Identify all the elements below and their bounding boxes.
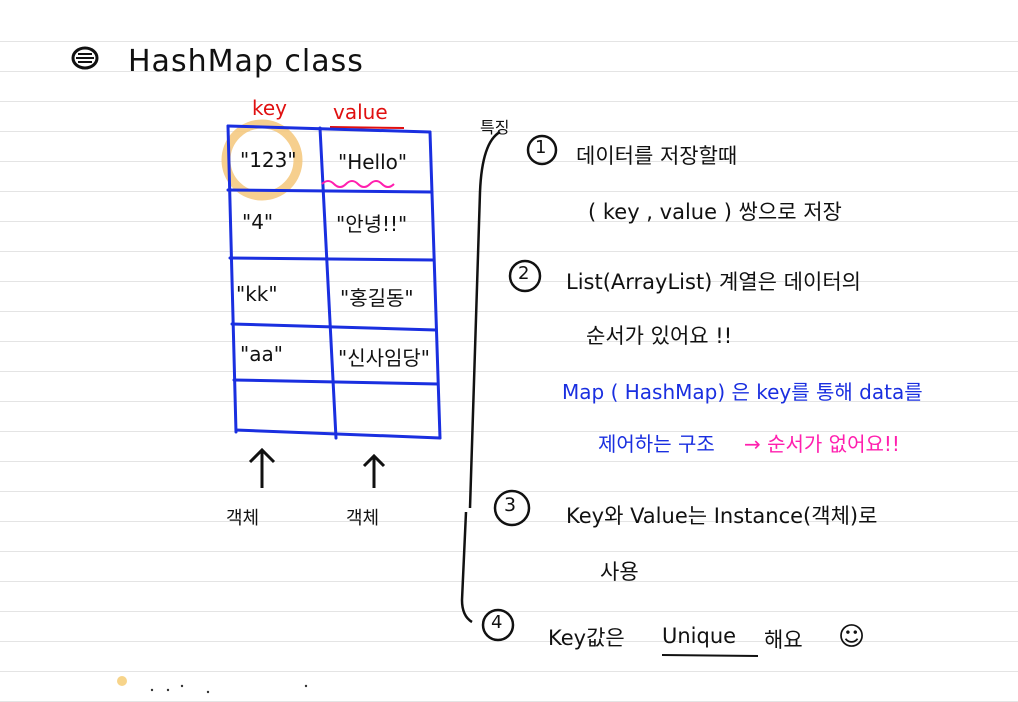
stray-dot xyxy=(150,688,154,692)
features-mark: 특징 xyxy=(480,118,510,137)
value-column-header: value xyxy=(333,100,388,124)
note-2-line-1: List(ArrayList) 계열은 데이터의 xyxy=(566,270,861,294)
table-key-cell: "aa" xyxy=(240,342,283,366)
table-value-cell: "홍길동" xyxy=(340,286,414,310)
stray-dot xyxy=(117,676,127,686)
stray-dot xyxy=(206,690,210,694)
table-value-cell: "신사임당" xyxy=(338,346,430,370)
hashmap-table-grid xyxy=(226,124,442,440)
title-bullet-icon xyxy=(71,46,99,70)
note-4-unique: Unique xyxy=(662,624,737,648)
note-1-line-2: ( key , value ) 쌍으로 저장 xyxy=(588,200,842,224)
note-1-number: 1 xyxy=(535,137,547,158)
stray-dot xyxy=(180,684,184,688)
table-value-cell: "Hello" xyxy=(338,150,408,174)
note-3-line-2: 사용 xyxy=(600,560,639,584)
note-2-number: 2 xyxy=(518,263,530,284)
key-highlight-circle xyxy=(221,119,303,201)
key-object-caption: 객체 xyxy=(226,508,260,529)
unique-underline xyxy=(661,654,759,657)
table-value-cell: "안녕!!" xyxy=(336,212,408,236)
notes-bracket-lower xyxy=(460,511,473,624)
note-4-circle xyxy=(481,608,515,642)
note-3-circle xyxy=(493,489,531,527)
note-3-line-1: Key와 Value는 Instance(객체)로 xyxy=(566,504,878,528)
table-key-cell: "4" xyxy=(242,210,274,234)
notes-bracket xyxy=(468,130,501,509)
smiley-icon: ☺ xyxy=(838,622,866,652)
note-4-suffix: 해요 xyxy=(764,628,803,652)
table-key-cell: "123" xyxy=(240,148,297,172)
note-2-blue-line-2: 제어하는 구조 xyxy=(598,432,715,456)
note-3-number: 3 xyxy=(504,494,517,516)
note-1-line-1: 데이터를 저장할때 xyxy=(576,144,738,168)
value-arrow-icon xyxy=(362,453,386,488)
stray-dot xyxy=(304,684,308,688)
page-title: HashMap class xyxy=(128,44,364,79)
note-2-circle xyxy=(508,259,542,293)
note-4-number: 4 xyxy=(491,612,503,633)
note-2-blue-line: Map ( HashMap) 은 key를 통해 data를 xyxy=(562,380,923,404)
stray-dot xyxy=(166,688,170,692)
hello-squiggle xyxy=(321,180,395,188)
table-key-cell: "kk" xyxy=(236,282,278,306)
note-1-circle xyxy=(526,134,558,166)
note-2-line-2: 순서가 있어요 !! xyxy=(586,324,733,348)
note-4-prefix: Key값은 xyxy=(548,626,625,650)
value-header-underline xyxy=(329,126,405,129)
note-2-pink-line: → 순서가 없어요!! xyxy=(744,432,900,456)
value-object-caption: 객체 xyxy=(346,508,380,529)
key-column-header: key xyxy=(252,96,288,120)
key-arrow-icon xyxy=(248,447,276,488)
